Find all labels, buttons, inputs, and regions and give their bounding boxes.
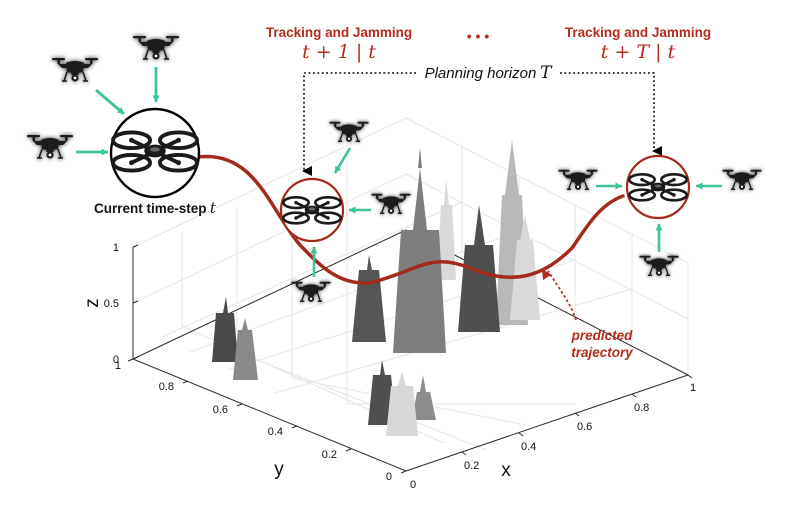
x-tick-0.2: 0.2: [464, 460, 479, 472]
grid-lines: [132, 117, 689, 451]
jammer-drone-icon: [133, 36, 179, 60]
y-tick-0.4: 0.4: [268, 426, 283, 438]
skyscraper-icon: [458, 205, 500, 332]
planning-horizon-label: Planning horizon T: [425, 63, 554, 83]
jammer-drone-icon: [291, 282, 330, 302]
skyscraper-icon: [368, 360, 436, 436]
ellipsis: • • •: [467, 28, 490, 44]
x-tick-0.4: 0.4: [521, 441, 536, 453]
jammer-drone-icon: [558, 170, 597, 190]
y-axis-label: y: [274, 459, 284, 480]
current-target-group: Current time-step t: [27, 36, 217, 217]
left-time-formula: t + 1 | t: [302, 41, 376, 63]
y-tick-1: 1: [115, 360, 121, 372]
predicted-target-t1: [279, 122, 411, 302]
jammer-drone-icon: [52, 58, 98, 82]
z-axis-label: z: [82, 298, 103, 308]
jam-arrow: [333, 147, 352, 174]
x-tick-labels: 0 0.2 0.4 0.6 0.8 1: [410, 382, 696, 491]
predicted-trajectory-arrow: [541, 268, 577, 321]
horizon-bracket-right: [560, 72, 662, 156]
y-tick-0: 0: [386, 471, 392, 483]
skyscraper-icon: [352, 255, 386, 342]
y-tick-0.2: 0.2: [322, 449, 337, 461]
city-buildings: [212, 140, 540, 436]
skyscraper-icon: [212, 297, 258, 380]
y-tick-labels: 1 0.8 0.6 0.4 0.2 0: [115, 360, 392, 483]
y-tick-0.6: 0.6: [213, 404, 228, 416]
x-axis-label: x: [501, 460, 511, 481]
z-tick-1: 1: [113, 242, 119, 254]
predicted-trajectory-curve: [196, 154, 625, 285]
current-time-step-label: Current time-step t: [94, 199, 217, 217]
predicted-label-line1: predicted: [571, 328, 634, 343]
z-tick-labels: 1 0.5 0: [104, 242, 119, 366]
header-labels: Tracking and Jamming t + 1 | t • • • Tra…: [266, 25, 711, 176]
predicted-target-tT: [558, 154, 761, 276]
z-tick-0.5: 0.5: [104, 298, 119, 310]
skyscraper-icon: [393, 148, 446, 353]
x-tick-0.8: 0.8: [634, 402, 649, 414]
x-tick-1: 1: [690, 382, 696, 394]
jammer-drone-icon: [371, 194, 410, 214]
x-tick-0: 0: [410, 479, 416, 491]
jammer-drone-icon: [722, 170, 761, 190]
y-tick-0.8: 0.8: [159, 381, 174, 393]
z-tick-0: 0: [113, 354, 119, 366]
horizon-bracket-left: [302, 72, 416, 176]
plot-axes: 1 0.5 0 1 0.8 0.6 0.4 0.2 0 0 0.2 0.4 0.…: [82, 117, 696, 491]
predicted-label-line2: trajectory: [571, 345, 634, 360]
left-tracking-title: Tracking and Jamming: [266, 25, 412, 40]
jammer-drone-icon: [27, 135, 73, 159]
x-tick-0.6: 0.6: [577, 421, 592, 433]
jam-arrow: [95, 88, 125, 116]
right-tracking-title: Tracking and Jamming: [565, 25, 711, 40]
right-time-formula: t + T | t: [601, 41, 676, 63]
jammer-drone-icon: [639, 256, 678, 276]
